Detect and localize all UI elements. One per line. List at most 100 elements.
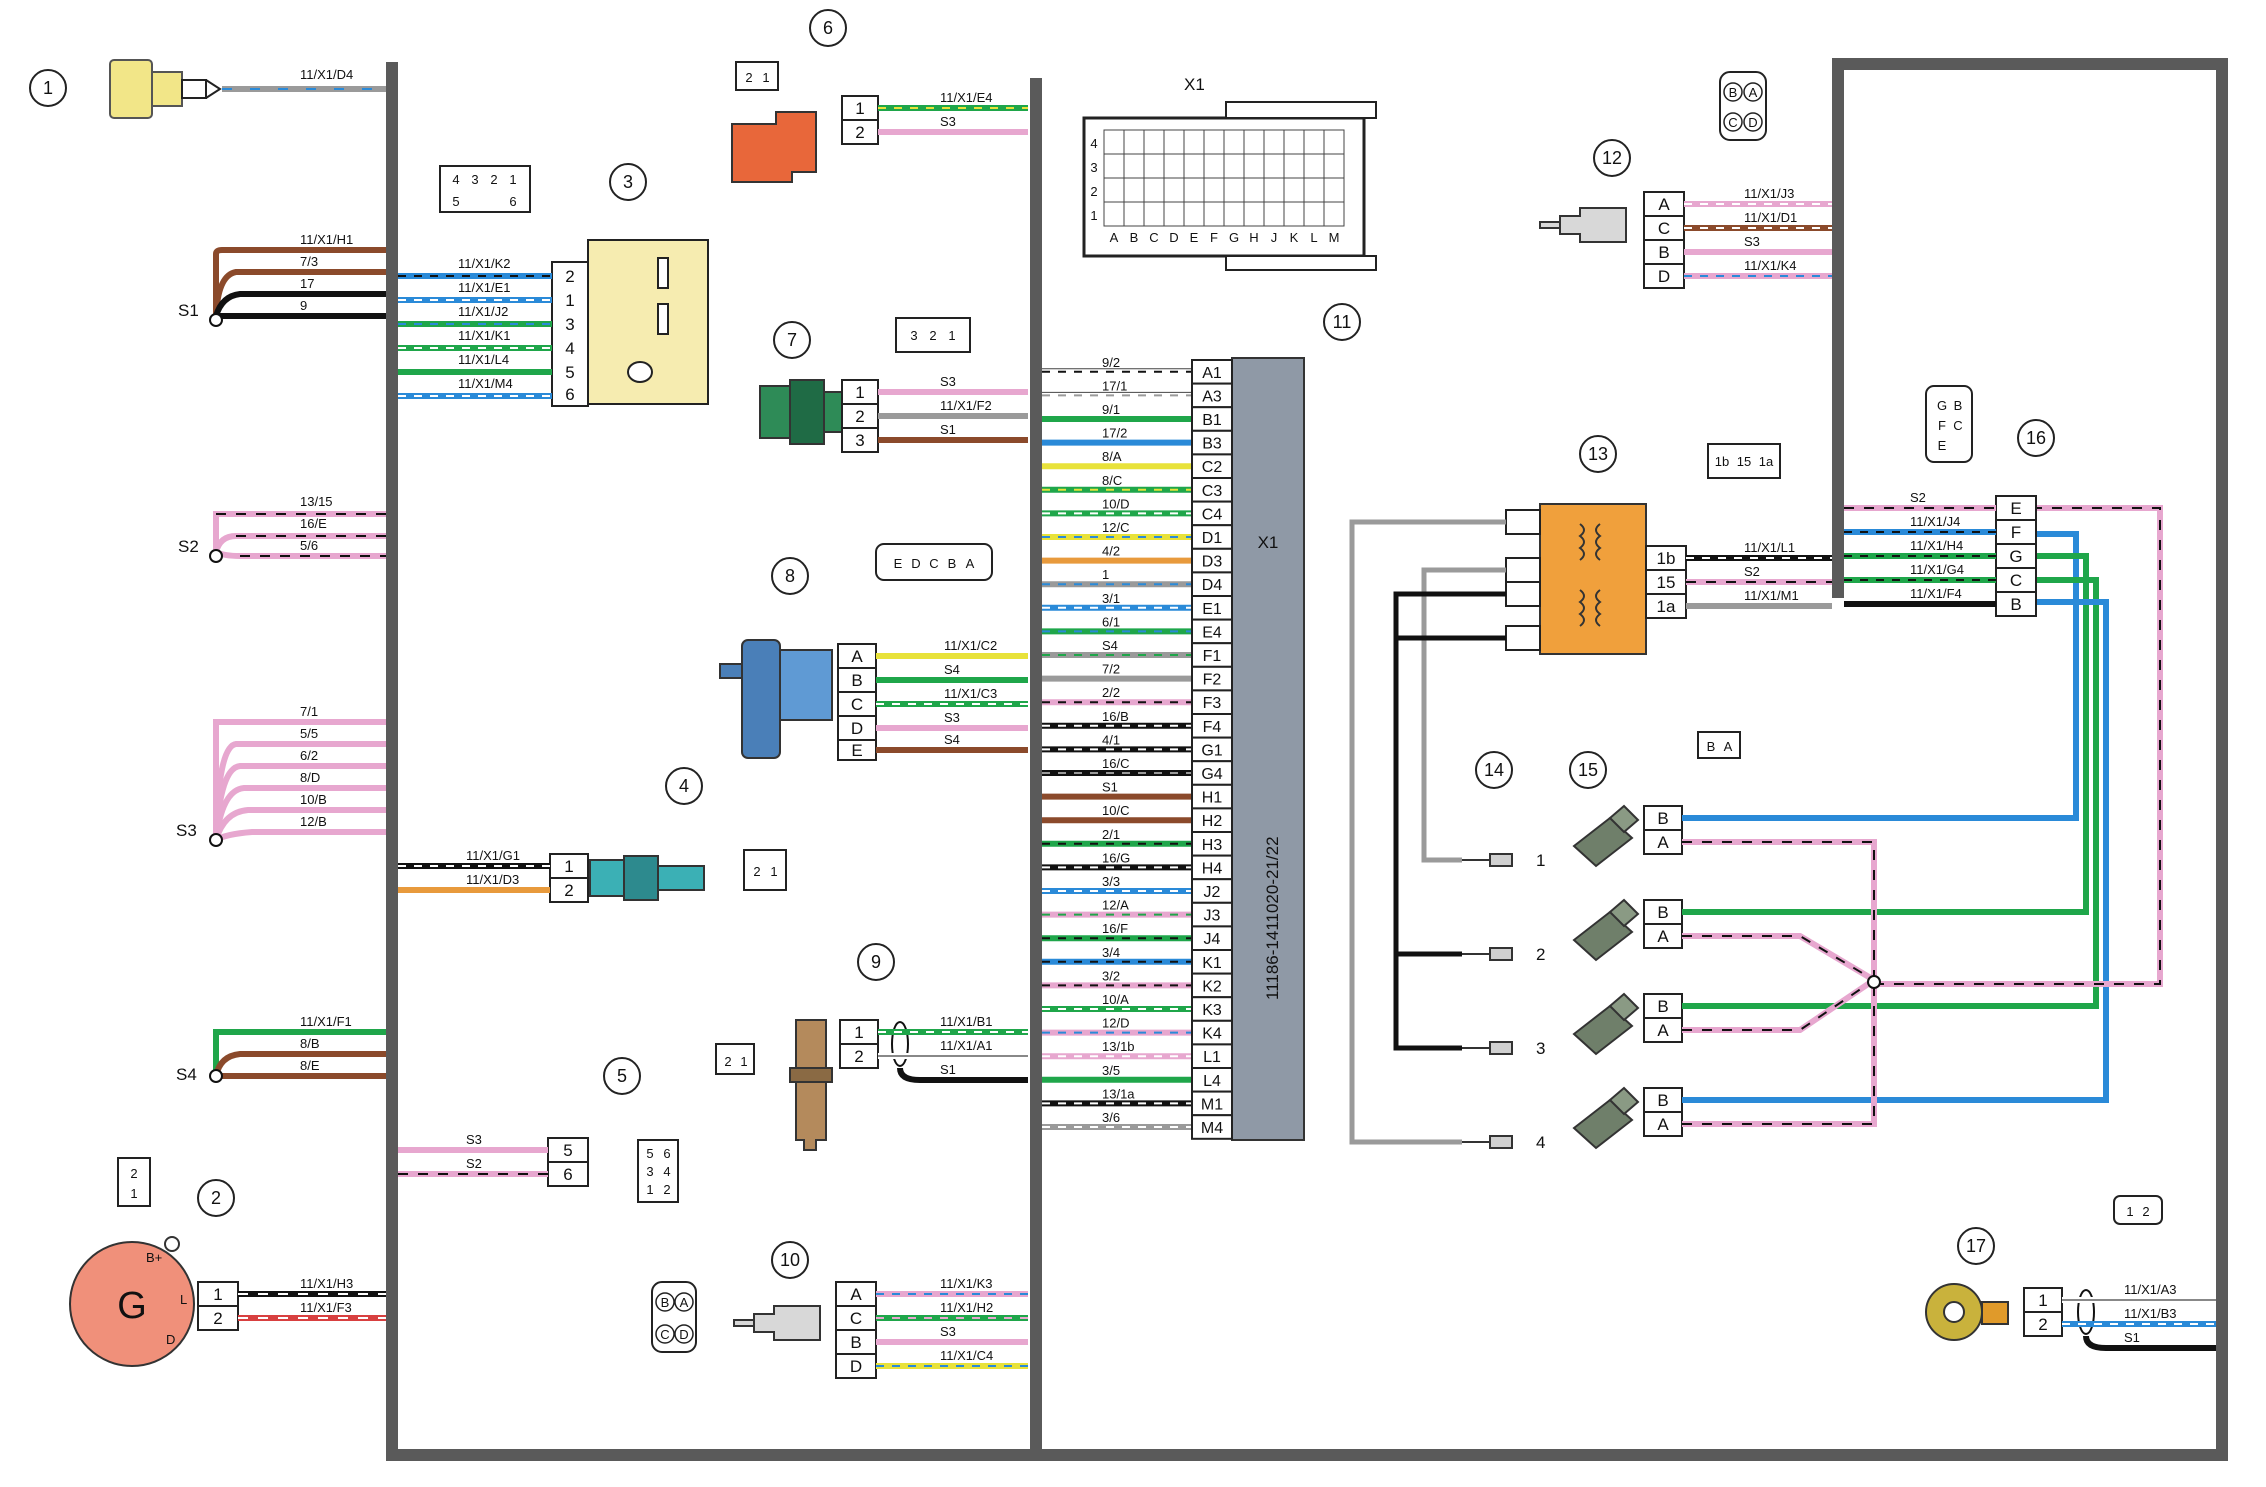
ecu-grid-col-label: L <box>1310 230 1317 245</box>
view-pin: B <box>661 1295 670 1310</box>
wire-label: 8/E <box>300 1058 320 1073</box>
wire-label: 7/1 <box>300 704 318 719</box>
view-pin: 4 <box>663 1164 670 1179</box>
injector-head <box>1608 898 1640 928</box>
ecu-grid-cell <box>1323 129 1345 155</box>
ecu-wire-label: 10/A <box>1102 992 1129 1007</box>
ecu-side-label: X1 <box>1258 533 1279 552</box>
ecu-wire-label: 10/D <box>1102 496 1129 511</box>
wire-label: S1 <box>2124 1330 2140 1345</box>
ecu-pin-label: G4 <box>1201 766 1222 783</box>
wire-label: S4 <box>944 732 960 747</box>
component-1-sensor: 1 11/X1/D4 <box>29 59 386 119</box>
ecu-grid-cell <box>1263 201 1285 227</box>
wire-label: 11/X1/F3 <box>300 1300 352 1315</box>
wire-label: 11/X1/A3 <box>2124 1282 2177 1297</box>
ecu-pin-label: F1 <box>1203 648 1222 665</box>
ecu-grid-row-label: 3 <box>1090 160 1097 175</box>
view-pin: 1 <box>130 1186 137 1201</box>
view-pin: 3 <box>910 328 917 343</box>
ecu-wire-label: 16/C <box>1102 756 1129 771</box>
connector-pin: 2 <box>855 407 864 426</box>
ecu-pin-label: E1 <box>1202 601 1222 618</box>
ecu-grid-cell <box>1243 201 1265 227</box>
connector-pin: A <box>1657 833 1669 852</box>
ecu-grid-row-label: 4 <box>1090 136 1097 151</box>
component-6-coil: 6 2 1 1 2 11/X1/E4 S3 <box>731 9 1028 183</box>
ecu-wire-label: 3/1 <box>1102 591 1120 606</box>
connector-pin: 2 <box>855 123 864 142</box>
wire-label: 11/X1/G4 <box>1910 562 1964 577</box>
view-pin: 1 <box>948 328 955 343</box>
connector-pin: B <box>2010 595 2021 614</box>
ecu-wire-label: S1 <box>1102 780 1118 795</box>
view-pin: 3 <box>646 1164 653 1179</box>
ecu-wire-label: 12/D <box>1102 1016 1129 1031</box>
ecu-grid-col-label: J <box>1271 230 1278 245</box>
wire-label: 11/X1/L1 <box>1744 540 1795 555</box>
spark-plug-2: 2 <box>1462 945 1545 964</box>
ecu-wire-label: 13/1b <box>1102 1039 1135 1054</box>
ecu-pin-label: J2 <box>1204 884 1221 901</box>
connector-pin: 6 <box>565 385 574 404</box>
view-pin: 1 <box>646 1182 653 1197</box>
ecu-wire-label: 12/A <box>1102 898 1129 913</box>
ecu-grid-cell <box>1143 177 1165 203</box>
wire-label: 11/X1/H2 <box>940 1300 993 1315</box>
view-pin: F <box>1938 418 1946 433</box>
view-pin: A <box>1749 85 1758 100</box>
ecu-grid-cell <box>1223 177 1245 203</box>
ecu-wire-label: 9/1 <box>1102 402 1120 417</box>
generator-terminal: D <box>166 1332 175 1347</box>
connector-pin: A <box>1657 1115 1669 1134</box>
ecu-grid-cell <box>1123 201 1145 227</box>
view-pin: A <box>966 556 975 571</box>
plug-number: 1 <box>1536 851 1545 870</box>
view-pin: 6 <box>663 1146 670 1161</box>
ecu-grid-cell <box>1303 153 1325 179</box>
ecu-wire-label: 1 <box>1102 567 1109 582</box>
ecu-grid-cell <box>1323 153 1345 179</box>
component-10-number: 10 <box>780 1250 800 1270</box>
component-4-sensor: 4 2 1 1 2 11/X1/G1 11/X1/D3 <box>398 767 787 903</box>
connector-pin: D <box>850 1357 862 1376</box>
wire-label: 8/B <box>300 1036 320 1051</box>
component-1-number: 1 <box>43 78 53 98</box>
ecu-connector-label: X1 <box>1184 75 1205 94</box>
ecu-grid-cell <box>1243 177 1265 203</box>
view-pin: C <box>1953 418 1962 433</box>
wire-label: 5/6 <box>300 538 318 553</box>
component-14-number: 14 <box>1484 760 1504 780</box>
ecu-grid-cell <box>1163 129 1185 155</box>
view-pin: 5 <box>452 194 459 209</box>
wire-label: 11/X1/H1 <box>300 232 353 247</box>
view-pin: 1 <box>762 70 769 85</box>
view-pin: E <box>1938 438 1947 453</box>
wire-label: 11/X1/L4 <box>458 352 509 367</box>
ecu-pin-label: H2 <box>1202 813 1223 830</box>
ecu-grid-cell <box>1323 177 1345 203</box>
ecu-grid-cell <box>1283 153 1305 179</box>
splice-s4: S4 11/X1/F1 8/B 8/E <box>176 1014 386 1084</box>
view-pin: B <box>1729 85 1738 100</box>
ecu-pin-label: F2 <box>1203 672 1222 689</box>
ecu-grid-col-label: F <box>1210 230 1218 245</box>
connector-pin: 3 <box>565 315 574 334</box>
ecu-grid-cell <box>1223 129 1245 155</box>
ecu-grid-cell <box>1183 201 1205 227</box>
wire-label: 11/X1/J3 <box>1744 186 1794 201</box>
wire-label: S1 <box>940 1062 956 1077</box>
injector-head <box>1608 992 1640 1022</box>
ecu-wire-label: 2/2 <box>1102 685 1120 700</box>
component-9-sensor: 9 2 1 1 2 11/X1/B1 11/X1/A1 S1 <box>715 943 1028 1151</box>
view-pin: 3 <box>471 172 478 187</box>
connector-pin: 2 <box>2038 1315 2047 1334</box>
view-pin: 1b <box>1715 454 1729 469</box>
ecu-pin-label: H3 <box>1202 837 1223 854</box>
wire-label: 17 <box>300 276 314 291</box>
wire-label: S3 <box>940 114 956 129</box>
wire-label: 6/2 <box>300 748 318 763</box>
ecu-grid-cell <box>1303 129 1325 155</box>
